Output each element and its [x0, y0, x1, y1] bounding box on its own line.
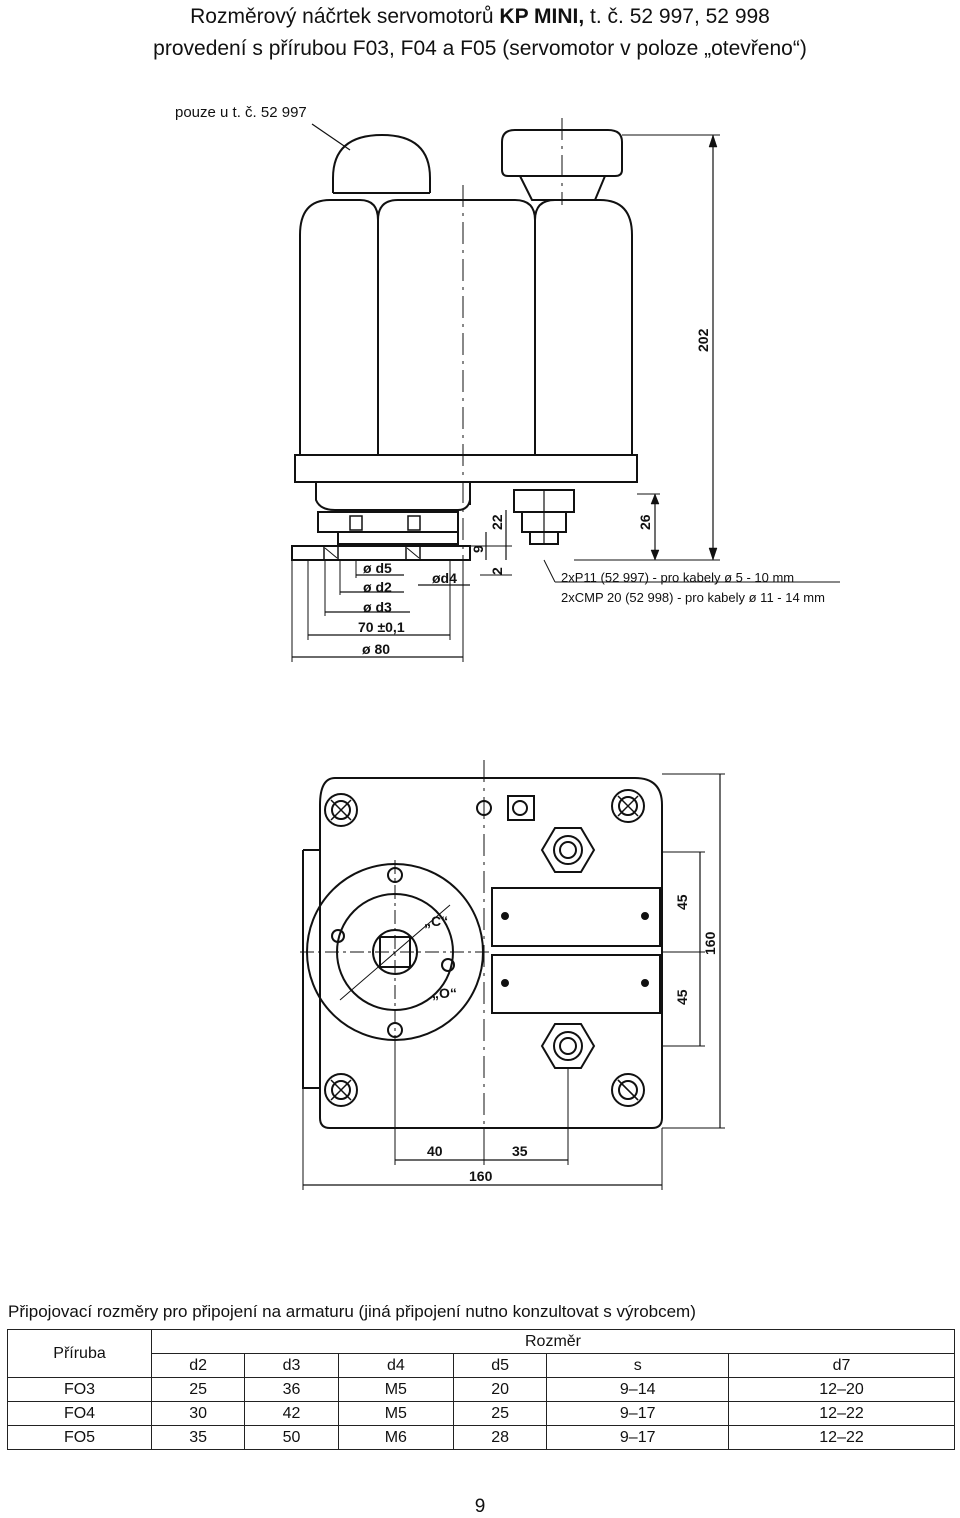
side-view [291, 118, 840, 662]
dim-d2: ø d2 [363, 579, 392, 595]
dim-bolt-circle: 70 ±0,1 [358, 619, 405, 635]
header-flange: Příruba [7, 1329, 152, 1378]
table-cell: 9–14 [546, 1377, 730, 1402]
dim-v45-top: 45 [674, 894, 690, 910]
dim-h2: 2 [489, 567, 505, 575]
connection-dimensions-table: Příruba Rozměr d2 d3 d4 d5 s d7 FO3 25 3… [7, 1329, 955, 1450]
dim-v45-bottom: 45 [674, 989, 690, 1005]
table-cell: M5 [337, 1401, 455, 1426]
drawing-title-line1: Rozměrový náčrtek servomotorů KP MINI, t… [0, 4, 960, 30]
dim-h202: 202 [695, 328, 711, 352]
dim-d4: ød4 [432, 570, 457, 586]
table-cell: 25 [150, 1377, 246, 1402]
table-header-row: Příruba Rozměr [7, 1329, 955, 1378]
table-cell: 12–20 [728, 1377, 955, 1402]
top-view [300, 760, 725, 1190]
cable-note-p11: 2xP11 (52 997) - pro kabely ø 5 - 10 mm [561, 570, 794, 585]
header-s: s [546, 1353, 730, 1378]
dim-d5: ø d5 [363, 560, 392, 576]
table-cell: 25 [453, 1401, 548, 1426]
dim-h35: 35 [512, 1143, 528, 1159]
technical-drawing: ø d5 ø d2 ø d3 ød4 70 ±0,1 ø 80 9 22 2 2… [291, 118, 840, 1190]
dim-d3: ø d3 [363, 599, 392, 615]
header-d7: d7 [728, 1353, 955, 1378]
table-cell: 35 [150, 1425, 246, 1450]
dim-h9: 9 [470, 545, 486, 553]
header-d3: d3 [244, 1353, 339, 1378]
table-row: FO3 25 36 M5 20 9–14 12–20 [7, 1377, 955, 1402]
variant-note: pouze u t. č. 52 997 [175, 104, 307, 121]
page-number: 9 [474, 1496, 486, 1517]
title-suffix: t. č. 52 997, 52 998 [584, 5, 770, 28]
header-dimension-group: Rozměr [151, 1329, 955, 1354]
header-d4: d4 [337, 1353, 455, 1378]
header-d2: d2 [150, 1353, 246, 1378]
table-caption: Připojovací rozměry pro připojení na arm… [8, 1302, 696, 1321]
cable-note-cmp20: 2xCMP 20 (52 998) - pro kabely ø 11 - 14… [561, 590, 825, 605]
dim-d80: ø 80 [362, 641, 390, 657]
dim-h22: 22 [489, 514, 505, 530]
table-cell: FO4 [7, 1401, 152, 1426]
table-cell: M6 [337, 1425, 455, 1450]
table-cell: FO5 [7, 1425, 152, 1450]
table-cell: 50 [244, 1425, 339, 1450]
label-open: „O“ [432, 985, 457, 1001]
header-d5: d5 [453, 1353, 548, 1378]
table-cell: 20 [453, 1377, 548, 1402]
table-cell: 30 [150, 1401, 246, 1426]
table-cell: 12–22 [728, 1425, 955, 1450]
table-row: FO5 35 50 M6 28 9–17 12–22 [7, 1425, 955, 1450]
dim-h26: 26 [637, 514, 653, 530]
title-model: KP MINI, [499, 5, 585, 28]
table-cell: 28 [453, 1425, 548, 1450]
drawing-title-line2: provedení s přírubou F03, F04 a F05 (ser… [153, 37, 807, 60]
title-prefix: Rozměrový náčrtek servomotorů [190, 5, 500, 28]
table-cell: 9–17 [546, 1401, 730, 1426]
dim-h40: 40 [427, 1143, 443, 1159]
dim-h160: 160 [469, 1168, 493, 1184]
table-cell: 42 [244, 1401, 339, 1426]
table-cell: M5 [337, 1377, 455, 1402]
dim-v160: 160 [702, 931, 718, 955]
table-cell: 9–17 [546, 1425, 730, 1450]
table-cell: 36 [244, 1377, 339, 1402]
table-cell: FO3 [7, 1377, 152, 1402]
label-closed: „C“ [424, 913, 448, 929]
table-row: FO4 30 42 M5 25 9–17 12–22 [7, 1401, 955, 1426]
table-cell: 12–22 [728, 1401, 955, 1426]
